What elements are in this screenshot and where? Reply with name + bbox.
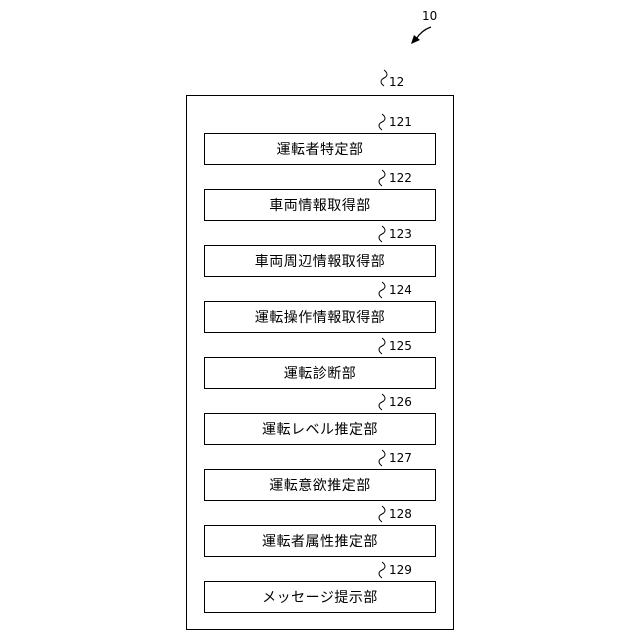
- module-ref-label: 129: [389, 563, 412, 577]
- module-box: メッセージ提示部: [204, 581, 436, 613]
